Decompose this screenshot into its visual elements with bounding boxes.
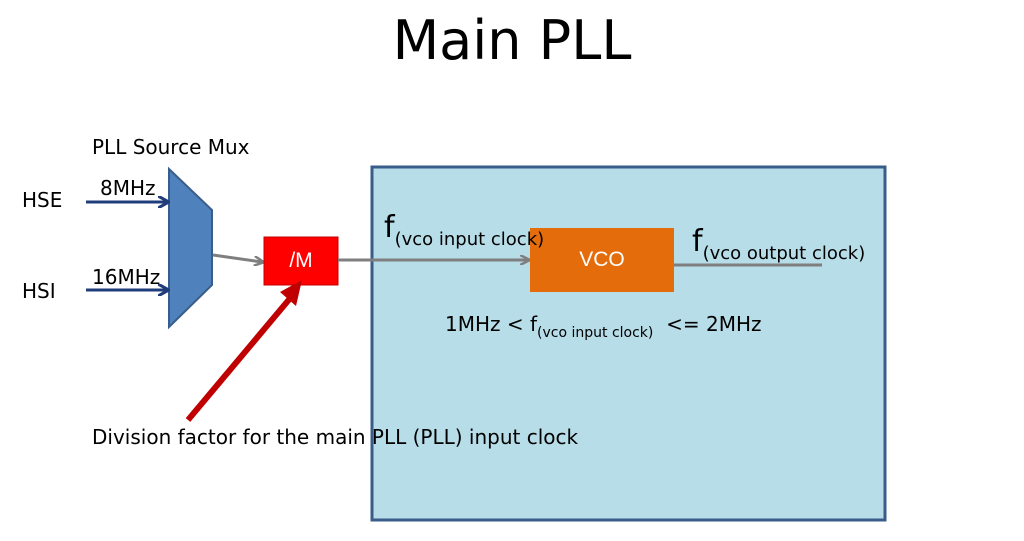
vco-input-range: 1MHz < f(vco input clock) <= 2MHz	[445, 312, 762, 341]
division-factor-note: Division factor for the main PLL (PLL) i…	[92, 425, 579, 449]
division-pointer-arrowhead	[280, 280, 302, 306]
vco-input-clock-label: f(vco input clock)	[384, 210, 545, 250]
hse-label: HSE	[22, 188, 63, 212]
source-mux	[168, 166, 213, 330]
division-pointer-arrow	[185, 294, 295, 422]
mux-label: PLL Source Mux	[92, 135, 250, 159]
vco-input-clock-subscript: (vco input clock)	[394, 229, 545, 250]
vco-output-clock-subscript: (vco output clock)	[702, 243, 866, 264]
pll-panel	[370, 165, 887, 522]
divider-label: /M	[289, 249, 313, 272]
vco-output-clock-label: f(vco output clock)	[692, 224, 866, 264]
hse-freq-label: 8MHz	[100, 176, 156, 200]
hsi-freq-label: 16MHz	[92, 265, 161, 289]
vco-box	[530, 228, 674, 292]
hsi-label: HSI	[22, 279, 56, 303]
mux-to-divider-arrow	[212, 253, 262, 262]
vco-label: VCO	[579, 248, 625, 271]
page-title: Main PLL	[392, 9, 632, 72]
